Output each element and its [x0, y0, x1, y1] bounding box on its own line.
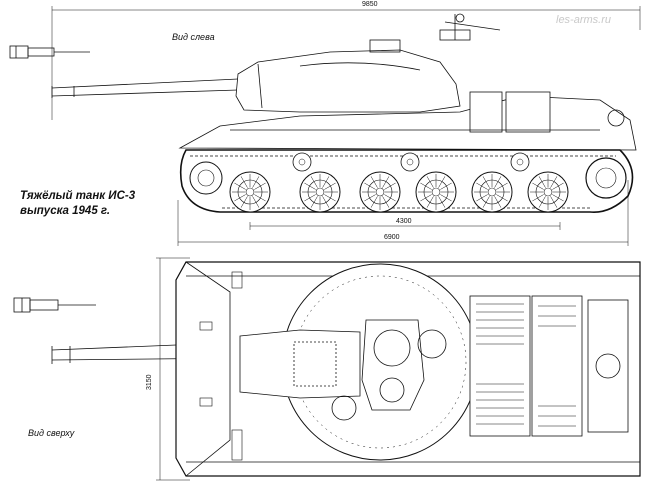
wheel-spoke: [552, 182, 564, 190]
wheel-spoke: [426, 196, 434, 208]
road-wheel-cap: [245, 187, 255, 197]
wheel-spoke: [364, 194, 376, 202]
wheel-spoke: [304, 182, 316, 190]
wheel-spoke: [476, 194, 488, 202]
wheel-spoke: [370, 176, 378, 188]
wheel-spoke: [370, 196, 378, 208]
wheel-spoke: [420, 182, 432, 190]
dim-track-base: 4300: [396, 218, 412, 225]
wheel-spoke: [496, 194, 508, 202]
road-wheel-cap: [315, 187, 325, 197]
wheel-spoke: [382, 196, 390, 208]
wheel-spoke: [364, 182, 376, 190]
wheel-spoke: [382, 176, 390, 188]
wheel-spoke: [550, 176, 558, 188]
wheel-spoke: [234, 182, 246, 190]
wheel-spoke: [440, 182, 452, 190]
wheel-spoke: [240, 176, 248, 188]
dim-hull-length: 6900: [384, 234, 400, 241]
wheel-spoke: [234, 194, 246, 202]
wheel-spoke: [252, 196, 260, 208]
title-line-2: выпуска 1945 г.: [20, 205, 111, 217]
road-wheel-cap: [543, 187, 553, 197]
wheel-spoke: [532, 194, 544, 202]
wheel-spoke: [426, 176, 434, 188]
wheel-spoke: [438, 196, 446, 208]
barrel-detail-top: [9, 45, 90, 59]
wheel-spoke: [494, 176, 502, 188]
wheel-spoke: [438, 176, 446, 188]
title-line-1: Тяжёлый танк ИС-3: [20, 190, 136, 202]
wheel-spoke: [254, 182, 266, 190]
wheel-spoke: [476, 182, 488, 190]
view-top-label: Вид сверху: [28, 428, 75, 438]
wheel-spoke: [552, 194, 564, 202]
wheel-spoke: [322, 176, 330, 188]
return-roller-hub: [406, 158, 414, 166]
wheel-spoke: [482, 196, 490, 208]
wheel-spoke: [310, 176, 318, 188]
view-side-label: Вид слева: [172, 32, 215, 42]
wheel-spoke: [252, 176, 260, 188]
return-roller-hub: [298, 158, 306, 166]
wheel-spoke: [494, 196, 502, 208]
dim-overall-length: 9850: [362, 1, 378, 8]
wheel-spoke: [384, 182, 396, 190]
road-wheel-cap: [431, 187, 441, 197]
wheel-spoke: [304, 194, 316, 202]
wheel-spoke: [324, 182, 336, 190]
wheel-spoke: [240, 196, 248, 208]
wheel-spoke: [420, 194, 432, 202]
wheel-spoke: [538, 176, 546, 188]
watermark: les-arms.ru: [556, 14, 612, 26]
wheel-spoke: [532, 182, 544, 190]
drawing-title: Тяжёлый танк ИС-3 выпуска 1945 г.: [20, 189, 140, 219]
wheel-spoke: [538, 196, 546, 208]
dimension-lines: [51, 6, 641, 481]
wheel-spoke: [496, 182, 508, 190]
wheel-spoke: [440, 194, 452, 202]
idler-hub: [197, 169, 215, 187]
wheel-spoke: [254, 194, 266, 202]
wheel-spoke: [322, 196, 330, 208]
top-view: [51, 261, 641, 477]
drive-sprocket-hub: [595, 167, 617, 189]
wheel-spoke: [384, 194, 396, 202]
wheel-spoke: [482, 176, 490, 188]
wheel-spoke: [550, 196, 558, 208]
road-wheels: [189, 152, 627, 213]
wheel-spoke: [310, 196, 318, 208]
return-roller-hub: [516, 158, 524, 166]
road-wheel-cap: [375, 187, 385, 197]
road-wheel-cap: [487, 187, 497, 197]
barrel-detail-bottom: [13, 297, 96, 313]
dim-width: 3150: [146, 374, 153, 390]
wheel-spoke: [324, 194, 336, 202]
